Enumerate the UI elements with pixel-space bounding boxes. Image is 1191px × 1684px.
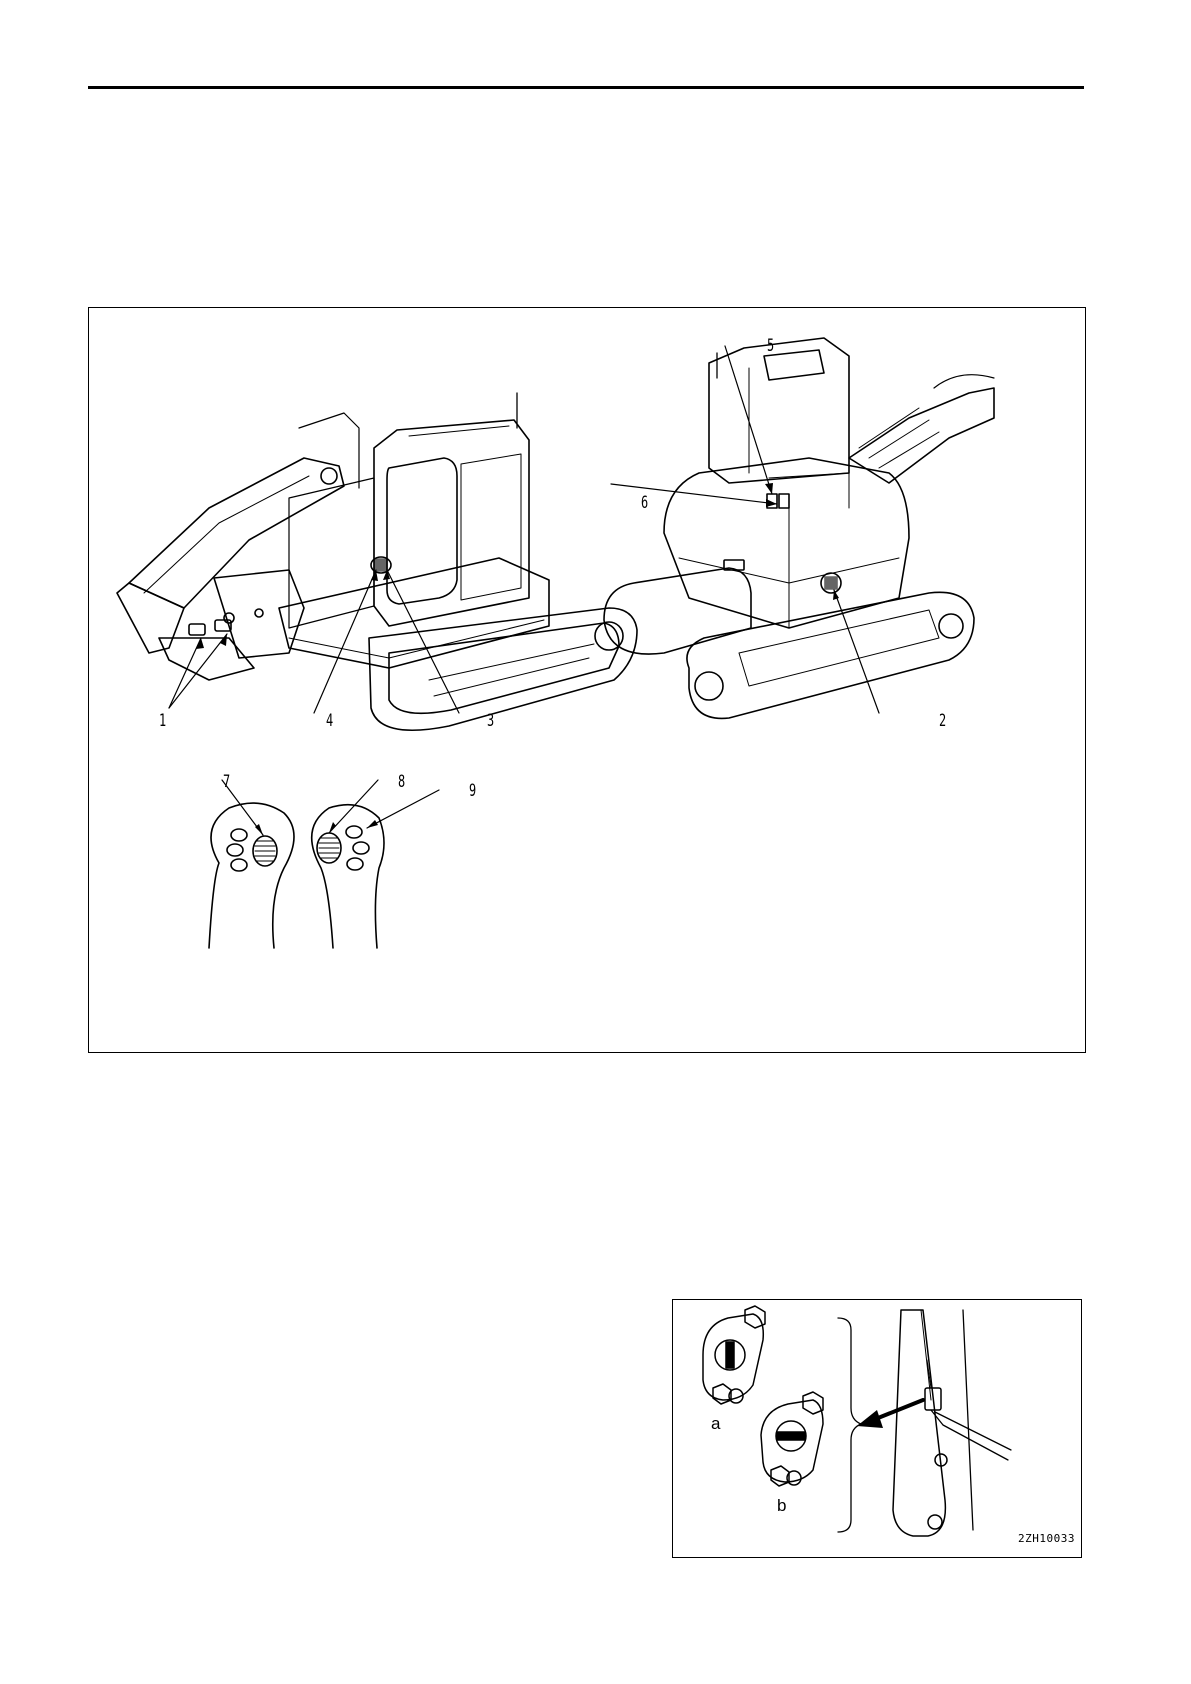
label-a: a <box>711 1414 720 1434</box>
excavator-illustrations <box>89 308 1085 1052</box>
callout-7: 7 <box>223 772 230 792</box>
figure-code: 2ZH10033 <box>1018 1532 1075 1545</box>
callout-8: 8 <box>398 772 405 792</box>
callout-leaders-front <box>169 570 459 713</box>
switch-position-a <box>703 1306 765 1404</box>
callout-3: 3 <box>487 711 494 731</box>
switch-detail-figure: a b 2ZH10033 <box>672 1299 1082 1558</box>
callout-9: 9 <box>469 781 476 801</box>
callout-leaders-rear <box>611 346 879 713</box>
callout-2: 2 <box>939 711 946 731</box>
callout-4: 4 <box>326 711 333 731</box>
label-b: b <box>777 1496 786 1516</box>
machine-figure: 1 2 3 4 5 6 7 8 9 <box>88 307 1086 1053</box>
lever-grips <box>209 803 384 948</box>
callout-6: 6 <box>641 493 648 513</box>
callout-5: 5 <box>767 336 774 356</box>
switch-position-b <box>761 1392 823 1486</box>
excavator-front-view <box>117 393 637 730</box>
switch-detail-illustration <box>673 1300 1081 1557</box>
callout-1: 1 <box>159 711 166 731</box>
header-rule <box>88 86 1084 89</box>
excavator-rear-view <box>604 338 994 718</box>
